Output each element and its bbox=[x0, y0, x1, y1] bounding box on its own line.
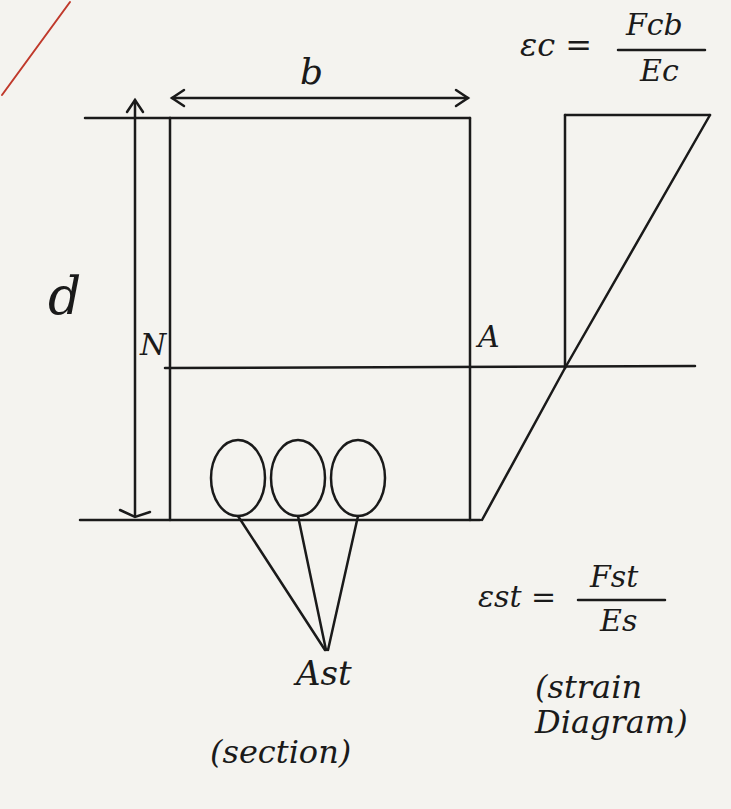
extension-line bbox=[85, 117, 170, 120]
arrow-head bbox=[456, 90, 468, 106]
axis-label: N bbox=[140, 328, 166, 361]
leader-line bbox=[328, 516, 358, 650]
strain-label: Ec bbox=[640, 54, 679, 87]
fraction-bar bbox=[578, 599, 665, 602]
dimension-label: d bbox=[48, 268, 81, 325]
b-dimension bbox=[172, 97, 468, 100]
bar-label: Ast bbox=[296, 655, 352, 692]
dimension-label: b bbox=[300, 52, 323, 92]
leader-line bbox=[238, 516, 325, 650]
strain-label: Es bbox=[600, 604, 637, 637]
bar-circle bbox=[331, 440, 385, 516]
red-stroke bbox=[2, 2, 70, 95]
section-right bbox=[469, 118, 472, 520]
arrow-head bbox=[127, 100, 143, 112]
bar-circle bbox=[271, 440, 325, 516]
fraction-bar bbox=[618, 49, 705, 52]
strain-label: εst = bbox=[478, 580, 556, 613]
leader-line bbox=[298, 516, 326, 650]
arrow-head bbox=[120, 510, 150, 517]
section-bottom bbox=[80, 519, 480, 522]
strain-label: Fst bbox=[590, 560, 638, 593]
strain-tension bbox=[482, 368, 565, 520]
strain-label: Fcb bbox=[626, 8, 683, 41]
strain-top bbox=[565, 114, 710, 117]
d-dimension bbox=[134, 100, 137, 515]
section-left bbox=[169, 118, 172, 520]
neutral-axis bbox=[165, 366, 695, 368]
caption-label: (section) bbox=[210, 735, 351, 770]
caption-label: (strain Diagram) bbox=[535, 670, 725, 740]
axis-label: A bbox=[478, 320, 500, 353]
strain-compression bbox=[565, 115, 710, 368]
strain-axis bbox=[564, 115, 567, 368]
section-top bbox=[170, 117, 470, 120]
arrow-head bbox=[172, 90, 184, 106]
strain-label: εc = bbox=[520, 28, 592, 63]
bar-circle bbox=[211, 440, 265, 516]
